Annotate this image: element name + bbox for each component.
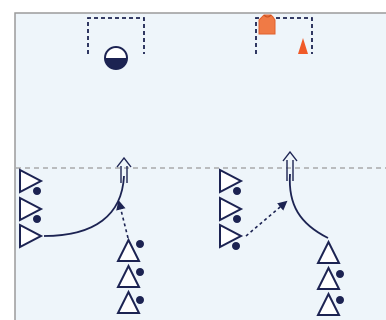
left-run-path [43,175,125,237]
right-goal-icon [255,17,313,54]
double-line-arrow-icon [116,156,132,183]
left-column-players [116,237,144,314]
left-group-players [19,168,44,249]
player-triangle-icon [219,168,244,195]
player-triangle-icon [116,263,144,288]
ball-dot-icon [232,242,240,250]
ball-dot-icon [136,296,144,304]
player-triangle-icon [19,168,44,195]
right-run-path [288,173,329,239]
player-triangle-icon [316,265,344,290]
double-line-arrow-icon [282,150,298,181]
ball-dot-icon [33,215,41,223]
ball-dot-icon [136,240,144,248]
player-triangle-icon [19,223,44,249]
goalkeeper-icon [104,46,128,70]
ball-dot-icon [233,215,241,223]
ball-dot-icon [33,187,41,195]
pitch [14,12,386,320]
player-triangle-icon [219,196,244,223]
coach-bib-icon [258,14,276,35]
cone-icon [298,38,308,54]
player-triangle-icon [19,196,44,223]
dashed-pass-arrow-icon [245,200,288,237]
player-triangle-icon [316,239,341,264]
right-group-players [219,168,244,250]
right-column-players [316,239,344,316]
ball-dot-icon [336,270,344,278]
left-goal-icon [87,17,145,54]
player-triangle-icon [116,237,144,262]
ball-dot-icon [233,187,241,195]
dashed-pass-arrow-icon [116,200,129,239]
player-triangle-icon [116,289,144,314]
player-triangle-icon [219,223,244,250]
player-triangle-icon [316,291,344,316]
ball-dot-icon [136,268,144,276]
ball-dot-icon [336,296,344,304]
